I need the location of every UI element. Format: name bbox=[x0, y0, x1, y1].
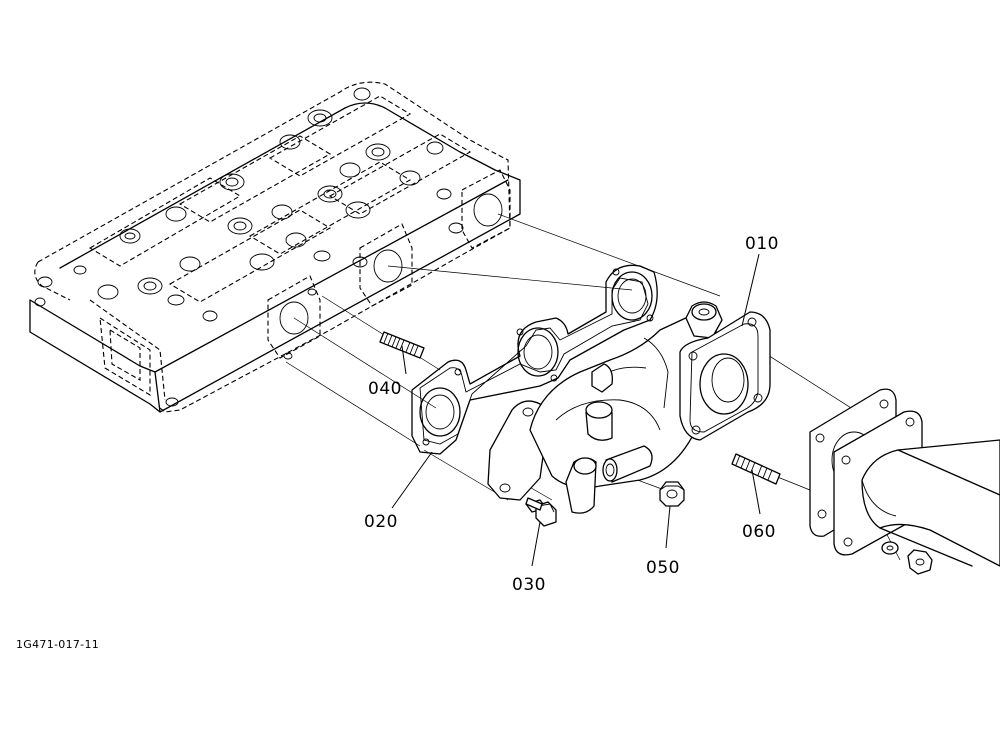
stud-bolt-040[interactable] bbox=[379, 331, 425, 359]
cylinder-head-drawing bbox=[29, 81, 521, 413]
part-label-030: 030 bbox=[512, 575, 546, 595]
part-label-040: 040 bbox=[368, 379, 402, 399]
exhaust-manifold-010[interactable] bbox=[487, 301, 771, 514]
part-label-060: 060 bbox=[742, 522, 776, 542]
leader-lines bbox=[391, 253, 761, 567]
part-label-010: 010 bbox=[745, 234, 779, 254]
document-id: 1G471-017-11 bbox=[16, 638, 99, 651]
hex-bolt-030[interactable] bbox=[525, 497, 557, 527]
part-label-020: 020 bbox=[364, 512, 398, 532]
stud-bolt-060[interactable] bbox=[731, 453, 781, 485]
exhaust-pipe-assembly bbox=[809, 388, 1000, 575]
part-label-050: 050 bbox=[646, 558, 680, 578]
hex-nut-050[interactable] bbox=[659, 481, 685, 507]
gasket-020[interactable] bbox=[411, 264, 658, 455]
